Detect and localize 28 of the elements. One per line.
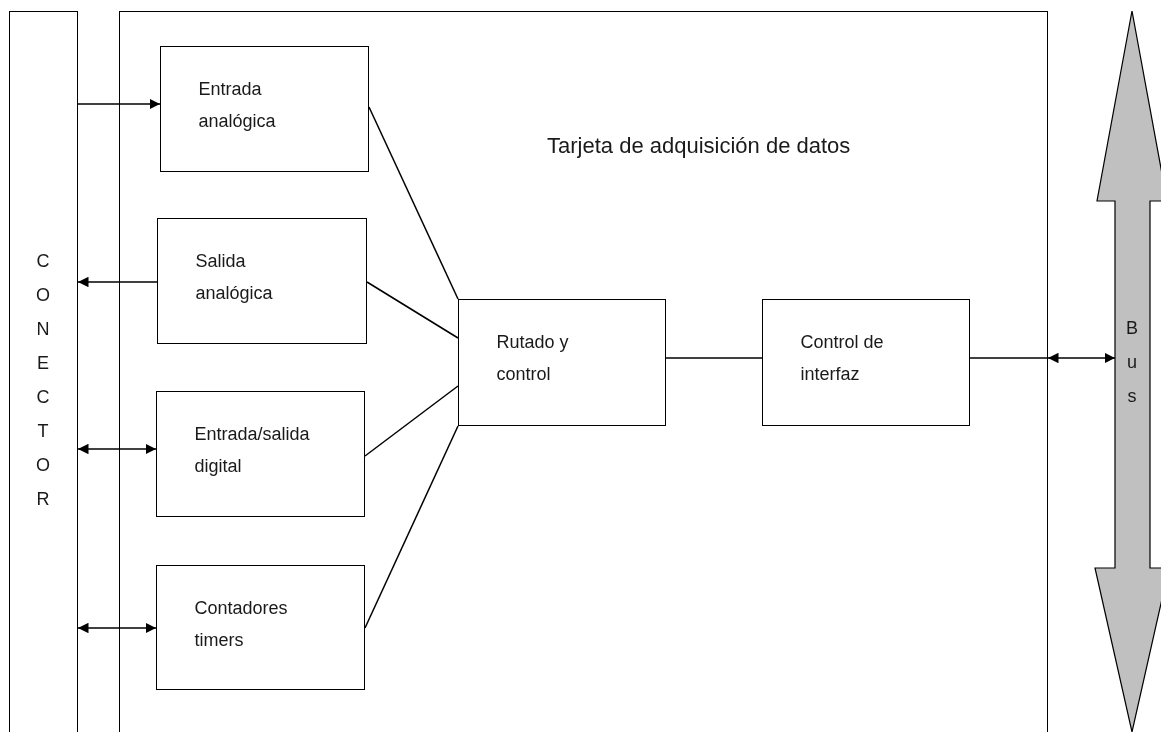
vertical-label: Bus (1125, 317, 1139, 408)
box-label: Entrada analógica (198, 77, 277, 133)
box-label: Salida analógica (195, 249, 274, 305)
arrow (77, 443, 157, 455)
process-box (155, 564, 365, 690)
connector-line (969, 357, 1049, 359)
arrow (1047, 352, 1116, 364)
arrow (77, 622, 157, 634)
process-box (155, 390, 365, 517)
board-title: Tarjeta de adquisición de datos (547, 132, 851, 160)
box-label: Control de interfaz (800, 330, 885, 386)
connector-band (9, 11, 78, 732)
box-label: Entrada/salida digital (194, 422, 311, 478)
box-label: Rutado y control (496, 330, 570, 386)
process-box (457, 298, 666, 426)
arrow (77, 276, 158, 288)
arrow (77, 98, 161, 110)
connector-line (364, 425, 459, 629)
connector-line (364, 385, 459, 457)
connector-line (368, 106, 459, 300)
board-panel (119, 11, 1048, 732)
vertical-label: CONECTOR (35, 250, 51, 511)
process-box (761, 298, 970, 426)
process-box (159, 45, 369, 172)
box-label: Contadores timers (194, 596, 289, 652)
connector-line (665, 357, 763, 359)
connector-line (366, 281, 459, 339)
process-box (156, 217, 367, 344)
